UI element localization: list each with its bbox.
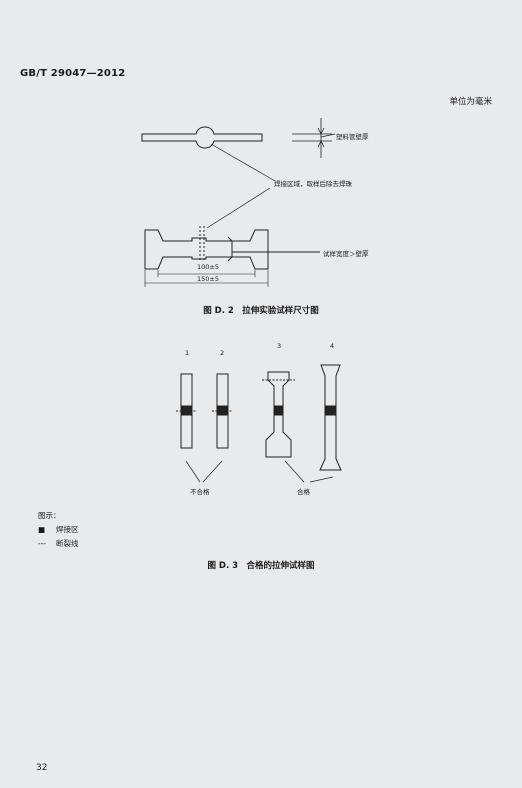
specimen-number-4: 4 xyxy=(330,342,335,350)
dashed-line-icon: --- xyxy=(38,539,47,548)
legend-title: 图示： xyxy=(38,511,61,520)
page-number: 32 xyxy=(36,763,48,773)
legend-item-fracture: --- 断裂线 xyxy=(38,538,79,549)
label-weld-zone: 焊接区域，取样后除去焊珠 xyxy=(274,180,352,188)
wall-thickness-icon xyxy=(292,118,336,158)
label-wall-thickness: 塑料管壁厚 xyxy=(336,133,369,141)
caption-figure-d3: 图 D. 3 合格的拉伸试样图 xyxy=(207,561,315,571)
unit-note: 单位为毫米 xyxy=(449,97,492,107)
specimen-number-1: 1 xyxy=(185,349,190,357)
legend-item-weld: ■ 焊接区 xyxy=(38,524,79,535)
label-specimen-width: 试样宽度＞壁厚 xyxy=(323,250,369,258)
label-fail: 不合格 xyxy=(190,488,210,496)
result-callout-lines xyxy=(185,460,334,483)
dumbbell-specimen-icon xyxy=(144,226,320,287)
caption-figure-d2: 图 D. 2 拉伸实验试样尺寸图 xyxy=(203,306,319,316)
weld-leader-lines xyxy=(206,143,276,229)
specimen-2-icon xyxy=(212,373,233,449)
strip-specimen-icon xyxy=(141,126,263,149)
filled-square-icon: ■ xyxy=(38,525,46,534)
dimension-outer: 150±5 xyxy=(197,275,219,283)
specimen-number-3: 3 xyxy=(277,342,282,350)
specimen-1-icon xyxy=(176,373,197,449)
standard-code: GB/T 29047—2012 xyxy=(20,68,126,79)
specimen-3-icon xyxy=(262,371,295,458)
label-pass: 合格 xyxy=(297,488,310,496)
legend-label-fracture: 断裂线 xyxy=(56,539,79,548)
dimension-inner: 100±5 xyxy=(197,263,219,271)
legend-label-weld: 焊接区 xyxy=(56,525,79,534)
specimen-4-icon xyxy=(319,364,342,471)
specimen-number-2: 2 xyxy=(220,349,225,357)
